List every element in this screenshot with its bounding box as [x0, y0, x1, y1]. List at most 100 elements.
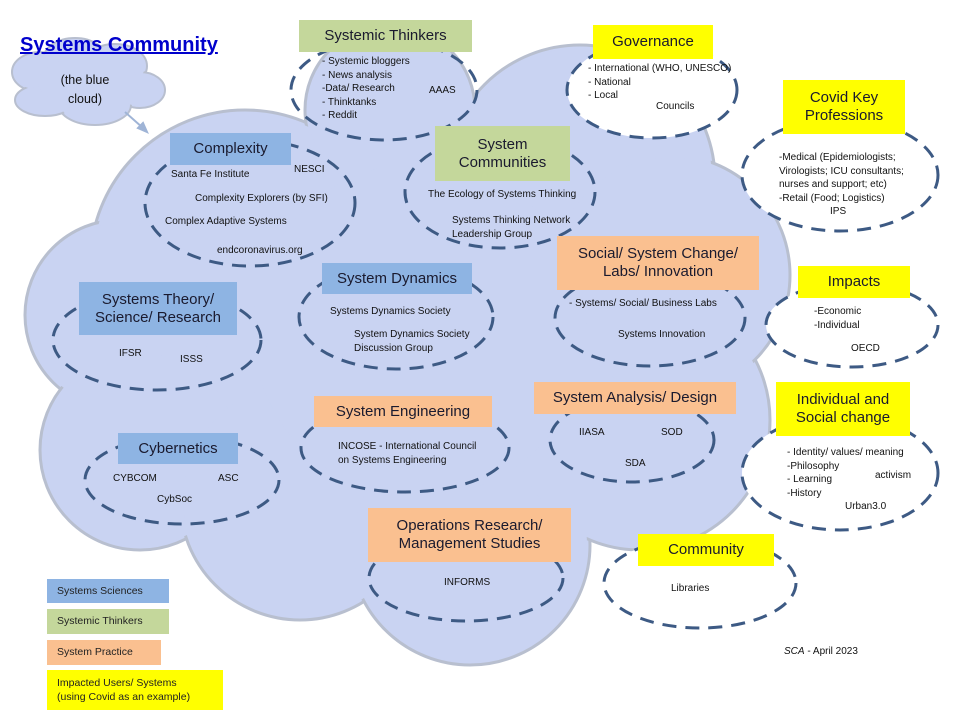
systemic-thinkers-ellipse: [289, 38, 479, 142]
operations-research-ellipse: [367, 533, 565, 623]
callout-line-2: cloud): [67, 92, 103, 106]
list-item: -Economic: [814, 306, 862, 317]
label-line: Covid Key: [809, 89, 879, 106]
governance-label: Governance: [593, 25, 713, 59]
list-item: -Philosophy: [787, 460, 840, 472]
systemic-thinkers-list: - Systemic bloggers - News analysis -Dat…: [322, 55, 410, 123]
label-line: Science/ Research: [95, 308, 221, 326]
cybcom-label: CYBCOM: [113, 473, 157, 484]
list-item: -Medical (Epidemiologists;: [779, 152, 896, 163]
activism-label: activism: [875, 470, 912, 481]
list-item: nurses and support; etc): [779, 179, 887, 190]
list-item: -Data/ Research: [322, 83, 395, 94]
system-analysis-label: System Analysis/ Design: [534, 382, 736, 414]
list-item: on Systems Engineering: [338, 454, 447, 466]
governance-ellipse: [565, 40, 739, 140]
cybernetics-label: Cybernetics: [118, 433, 238, 464]
complexity-item: Complex Adaptive Systems: [165, 216, 287, 227]
list-item: System Dynamics Society: [354, 329, 470, 340]
label-line: Communities: [458, 153, 547, 171]
list-item: - Identity/ values/ meaning: [787, 447, 904, 458]
system-engineering-ellipse: [299, 402, 511, 494]
councils-label: Councils: [656, 101, 695, 112]
footer-author: SCA: [784, 646, 805, 657]
oecd-label: OECD: [851, 343, 880, 354]
systems-theory-label: Systems Theory/ Science/ Research: [79, 282, 237, 335]
ips-label: IPS: [830, 206, 847, 217]
informs-label: INFORMS: [444, 577, 491, 588]
social-change-labs-label: Social/ System Change/ Labs/ Innovation: [557, 236, 759, 290]
legend-systems-sciences: Systems Sciences: [47, 579, 169, 603]
sod-label: SOD: [661, 427, 683, 438]
cybernetics-ellipse: [83, 434, 281, 526]
list-item: - National: [588, 76, 631, 88]
complexity-item: endcoronavirus.org: [217, 245, 303, 256]
ifsr-label: IFSR: [119, 348, 142, 359]
social-change-labs-item: Systems Innovation: [618, 329, 706, 340]
list-item: Discussion Group: [354, 342, 433, 354]
footer-date: - April 2023: [804, 646, 858, 657]
system-dynamics-label: System Dynamics: [322, 263, 472, 294]
system-dynamics-item: System Dynamics Society Discussion Group: [354, 328, 470, 355]
callout-line-1: (the blue: [60, 73, 110, 87]
community-label: Community: [638, 534, 774, 566]
impacts-label: Impacts: [798, 266, 910, 298]
list-item: Leadership Group: [452, 228, 533, 240]
label-line: Operations Research/: [396, 517, 543, 534]
complexity-item: Complexity Explorers (by SFI): [195, 193, 328, 204]
list-item: - News analysis: [322, 69, 393, 81]
list-item: - Local: [588, 90, 619, 101]
legend-line: (using Covid as an example): [57, 691, 191, 703]
label-line: Individual and: [796, 391, 890, 408]
label-line: System: [477, 135, 528, 153]
system-communities-item: Systems Thinking Network Leadership Grou…: [452, 214, 570, 241]
complexity-item: NESCI: [294, 164, 325, 175]
list-item: - Learning: [787, 474, 833, 485]
legend-systemic-thinkers: Systemic Thinkers: [47, 609, 169, 634]
sda-label: SDA: [625, 458, 646, 469]
governance-list: - International (WHO, UNESCO) - National…: [588, 62, 731, 103]
label-line: Professions: [804, 107, 884, 124]
covid-key-professions-label: Covid Key Professions: [783, 80, 905, 134]
libraries-label: Libraries: [671, 583, 710, 594]
list-item: -History: [787, 487, 822, 499]
asc-label: ASC: [218, 473, 239, 484]
individual-social-change-list: - Identity/ values/ meaning -Philosophy …: [787, 446, 904, 500]
list-item: Virologists; ICU consultants;: [779, 165, 904, 177]
list-item: - Systemic bloggers: [322, 56, 410, 67]
callout-arrow: [124, 111, 149, 134]
list-item: - International (WHO, UNESCO): [588, 63, 732, 74]
complexity-label: Complexity: [170, 133, 291, 165]
urban-label: Urban3.0: [845, 501, 887, 512]
callout-text: (the blue cloud): [55, 71, 115, 109]
covid-professions-list: -Medical (Epidemiologists; Virologists; …: [779, 151, 904, 205]
isss-label: ISSS: [180, 354, 203, 365]
impacts-list: -Economic -Individual: [814, 305, 861, 332]
list-item: -Individual: [814, 319, 860, 331]
complexity-item: Santa Fe Institute: [171, 169, 250, 180]
system-communities-item: The Ecology of Systems Thinking: [428, 189, 577, 200]
aaas-label: AAAS: [429, 85, 456, 96]
system-communities-label: System Communities: [435, 126, 570, 181]
label-line: Social change: [795, 409, 891, 426]
legend-line: Impacted Users/ Systems: [57, 676, 177, 689]
footer-credit: SCA - April 2023: [784, 646, 858, 657]
legend-impacted-users: Impacted Users/ Systems (using Covid as …: [47, 670, 223, 710]
list-item: - Reddit: [322, 110, 358, 121]
systemic-thinkers-label: Systemic Thinkers: [299, 20, 472, 52]
label-line: Social/ System Change/: [577, 245, 739, 262]
system-engineering-item: INCOSE - International Council on System…: [338, 440, 476, 467]
social-change-labs-item: - Systems/ Social/ Business Labs: [569, 298, 717, 309]
operations-research-label: Operations Research/ Management Studies: [368, 508, 571, 562]
label-line: Systems Theory/: [101, 290, 215, 308]
list-item: INCOSE - International Council: [338, 441, 477, 452]
system-communities-ellipse: [403, 134, 597, 250]
system-dynamics-item: Systems Dynamics Society: [330, 306, 451, 317]
systems-community-title-link[interactable]: Systems Community: [20, 34, 218, 56]
list-item: - Thinktanks: [322, 96, 377, 108]
label-line: Labs/ Innovation: [602, 263, 714, 280]
iiasa-label: IIASA: [579, 427, 605, 438]
individual-social-change-label: Individual and Social change: [776, 382, 910, 436]
system-engineering-label: System Engineering: [314, 396, 492, 427]
